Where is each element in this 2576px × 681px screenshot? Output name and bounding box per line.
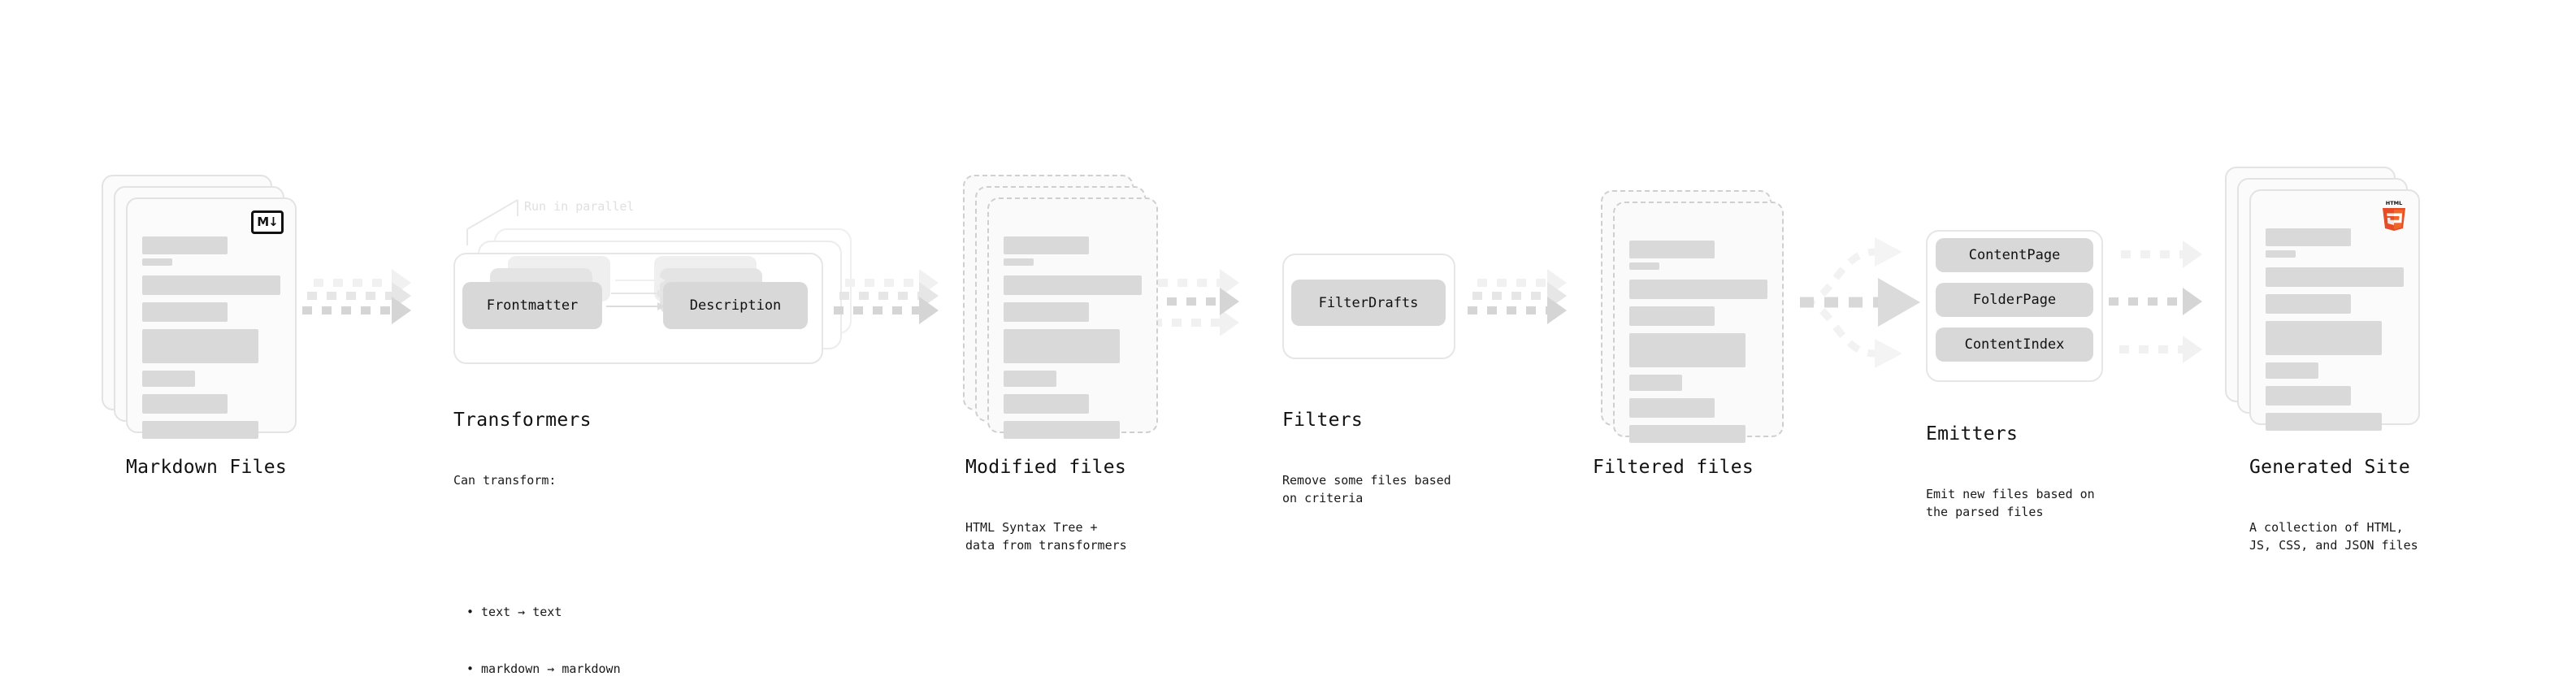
markdown-badge-icon: M↓	[251, 210, 284, 234]
document-placeholder-content	[1004, 236, 1142, 446]
stage-title: Generated Site	[2249, 457, 2411, 478]
placeholder-line	[2266, 413, 2382, 431]
filter-node-label: FilterDrafts	[1318, 294, 1419, 311]
emitter-node-label: ContentIndex	[1964, 336, 2065, 353]
placeholder-line	[2266, 321, 2382, 355]
flow-arrow	[1152, 309, 1239, 336]
placeholder-line	[1004, 236, 1090, 254]
placeholder-line	[142, 329, 258, 363]
flow-arrow	[1147, 288, 1239, 315]
flow-arrow	[834, 297, 939, 324]
placeholder-line	[142, 421, 258, 439]
placeholder-line	[1004, 275, 1142, 295]
transformer-node-label: Frontmatter	[486, 297, 579, 314]
run-in-parallel-leader	[466, 199, 518, 245]
transform-item: markdown → markdown	[466, 660, 621, 679]
transformer-node-frontmatter[interactable]: Frontmatter	[462, 282, 602, 329]
placeholder-line	[1629, 425, 1746, 443]
placeholder-line	[142, 236, 228, 254]
emitter-node-contentindex[interactable]: ContentIndex	[1936, 327, 2093, 362]
modified-files-stack	[963, 175, 1158, 439]
placeholder-line	[2266, 228, 2352, 246]
placeholder-line	[142, 302, 228, 322]
markdown-files-caption: Markdown Files	[126, 426, 287, 510]
placeholder-line	[1004, 329, 1120, 363]
document-placeholder-content	[1629, 241, 1767, 450]
placeholder-line	[142, 371, 195, 387]
filter-node-filterdrafts[interactable]: FilterDrafts	[1291, 280, 1446, 326]
filtered-file-card-front	[1613, 202, 1784, 443]
placeholder-line	[1629, 375, 1682, 391]
emitter-node-contentpage[interactable]: ContentPage	[1936, 238, 2093, 272]
placeholder-line	[1629, 333, 1746, 367]
stage-description: HTML Syntax Tree + data from transformer…	[965, 519, 1127, 553]
emitter-node-label: FolderPage	[1972, 292, 2057, 308]
transform-arrow	[606, 302, 665, 310]
stage-intro: Can transform:	[453, 472, 557, 488]
emitter-node-folderpage[interactable]: FolderPage	[1936, 283, 2093, 317]
placeholder-line	[1004, 371, 1056, 387]
transform-arrow	[611, 289, 665, 297]
svg-text:HTML: HTML	[2386, 200, 2402, 206]
stage-title: Markdown Files	[126, 457, 288, 478]
flow-arrow	[1158, 269, 1239, 297]
placeholder-line	[142, 275, 280, 295]
flow-arrow	[1468, 297, 1567, 324]
run-in-parallel-label: Run in parallel	[524, 199, 635, 214]
placeholder-line	[2266, 386, 2352, 406]
placeholder-line	[1004, 302, 1090, 322]
placeholder-line	[1629, 280, 1767, 299]
transformer-node-label: Description	[689, 297, 782, 314]
stage-title: Transformers	[453, 410, 592, 431]
stage-title: Filtered files	[1593, 457, 1754, 478]
placeholder-line	[1004, 394, 1090, 414]
stage-description: Remove some files based on criteria	[1282, 472, 1451, 506]
flow-arrow	[302, 297, 411, 324]
placeholder-line	[1004, 421, 1120, 439]
document-placeholder-content	[2266, 228, 2404, 438]
modified-files-caption: Modified files HTML Syntax Tree + data f…	[965, 426, 1127, 586]
document-placeholder-content	[142, 236, 280, 446]
transform-arrow	[615, 276, 666, 284]
filters-caption: Filters Remove some files based on crite…	[1282, 379, 1451, 539]
transformers-caption: Transformers Can transform: text → text …	[453, 379, 621, 681]
flow-arrow	[2121, 241, 2202, 268]
transform-item: text → text	[466, 603, 621, 622]
placeholder-line	[1629, 262, 1660, 270]
placeholder-line	[142, 258, 173, 266]
filtered-files-stack	[1601, 190, 1784, 443]
stage-title: Emitters	[1926, 423, 2019, 445]
placeholder-line	[1004, 258, 1034, 266]
emitter-node-label: ContentPage	[1968, 247, 2061, 263]
markdown-file-card-front: M↓	[126, 197, 297, 439]
flow-arrow	[2119, 336, 2202, 363]
flow-arrow	[2109, 288, 2202, 315]
placeholder-line	[142, 394, 228, 414]
transform-list: text → text markdown → markdown html → h…	[453, 527, 621, 681]
stage-description: A collection of HTML, JS, CSS, and JSON …	[2249, 519, 2418, 553]
placeholder-line	[1629, 306, 1715, 326]
modified-file-card-front	[987, 197, 1158, 439]
transformer-node-description[interactable]: Description	[663, 282, 808, 329]
placeholder-line	[1629, 398, 1715, 418]
stage-title: Modified files	[965, 457, 1127, 478]
generated-site-caption: Generated Site A collection of HTML, JS,…	[2249, 426, 2418, 586]
emitters-fanout-arrows	[1800, 237, 1920, 368]
generated-site-stack: css HTML	[2225, 167, 2420, 431]
placeholder-line	[2266, 362, 2318, 379]
placeholder-line	[1629, 241, 1715, 258]
placeholder-line	[2266, 294, 2352, 314]
html5-badge-icon: HTML	[2380, 199, 2408, 232]
markdown-files-stack: M↓ M↓ M↓	[102, 175, 297, 439]
emitters-caption: Emitters Emit new files based on the par…	[1926, 393, 2095, 553]
placeholder-line	[2266, 250, 2296, 258]
placeholder-line	[2266, 267, 2404, 287]
filtered-files-caption: Filtered files	[1593, 426, 1754, 510]
stage-description: Emit new files based on the parsed files	[1926, 486, 2095, 520]
stage-title: Filters	[1282, 410, 1364, 431]
html-file-card: HTML	[2249, 189, 2420, 431]
